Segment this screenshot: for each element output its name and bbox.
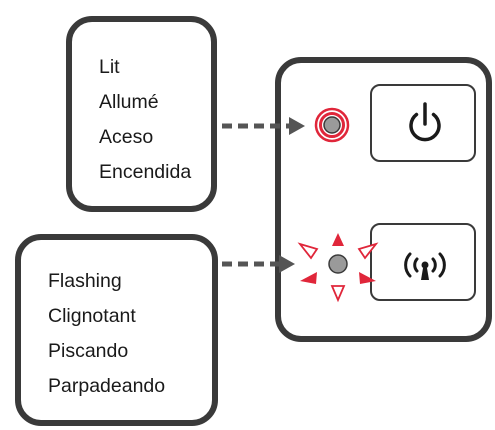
callout-flashing: Flashing Clignotant Piscando Parpadeando [15, 234, 218, 426]
flash-ray [332, 233, 344, 246]
flash-ray [357, 242, 379, 260]
connector-arrow-lit [222, 117, 305, 135]
flash-ray [300, 272, 317, 284]
power-led-lit [314, 107, 350, 143]
power-icon [409, 102, 441, 142]
flash-ray [330, 285, 346, 303]
label-lit-pt: Aceso [99, 126, 154, 148]
callout-lit: Lit Allumé Aceso Encendida [66, 16, 217, 212]
label-flashing-pt: Piscando [48, 340, 129, 362]
wireless-led-flashing [297, 233, 379, 303]
label-lit-en: Lit [99, 56, 120, 78]
power-button[interactable] [370, 84, 476, 162]
flash-ray [359, 272, 376, 284]
label-lit-es: Encendida [99, 161, 192, 183]
wireless-icon [404, 252, 446, 280]
wireless-button[interactable] [370, 223, 476, 301]
label-flashing-es: Parpadeando [48, 375, 166, 397]
label-flashing-en: Flashing [48, 270, 122, 292]
label-lit-fr: Allumé [99, 91, 159, 113]
connector-arrow-flashing [222, 255, 295, 273]
label-flashing-fr: Clignotant [48, 305, 136, 327]
flash-ray [297, 242, 319, 260]
